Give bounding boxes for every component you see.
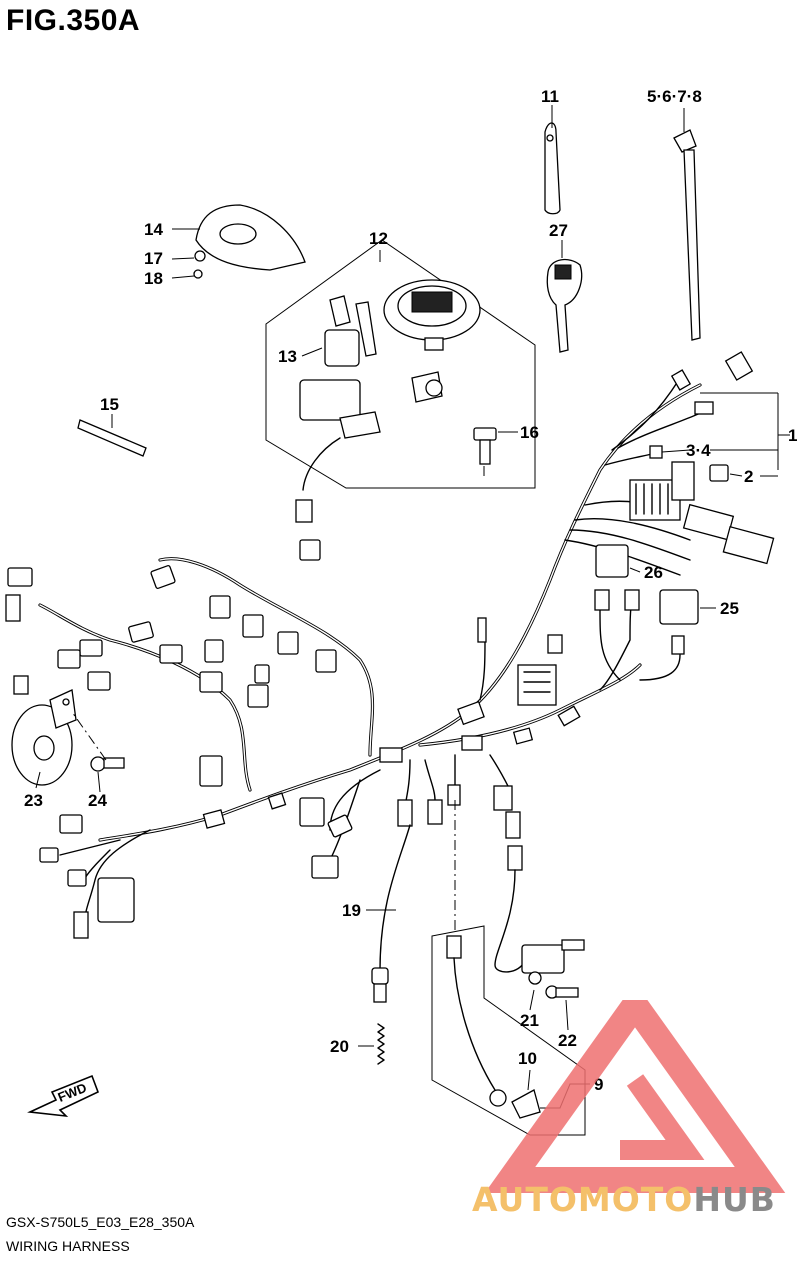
callout-13: 13 <box>278 347 297 366</box>
diagram-code: GSX-S750L5_E03_E28_350A <box>6 1214 195 1230</box>
cover-14 <box>193 204 306 279</box>
plate-15 <box>77 419 147 457</box>
callout-22: 22 <box>558 1031 577 1050</box>
watermark-part1: AUTOMOTO <box>472 1180 694 1219</box>
callout-1: 1 <box>788 426 797 445</box>
fuel-cap <box>383 279 481 351</box>
callout-3-4: 3·4 <box>686 441 711 460</box>
ignition-switch <box>295 295 381 523</box>
callout-18: 18 <box>144 269 163 288</box>
callout-24: 24 <box>88 791 107 810</box>
callout-15: 15 <box>100 395 119 414</box>
watermark-logo-icon <box>484 1000 786 1193</box>
bolt-22 <box>545 985 579 999</box>
seat-lock <box>411 371 443 403</box>
diagram-name: WIRING HARNESS <box>6 1238 130 1254</box>
callout-numbers: 1 2 3·4 5·6·7·8 9 10 11 12 13 14 15 16 1… <box>24 87 797 1094</box>
callout-14: 14 <box>144 220 163 239</box>
sensor-19 <box>371 824 411 1003</box>
callout-16: 16 <box>520 423 539 442</box>
callout-9: 9 <box>594 1075 603 1094</box>
callout-23: 23 <box>24 791 43 810</box>
horn <box>11 689 77 786</box>
watermark-text: AUTOMOTOHUB <box>472 1180 776 1219</box>
clamp-11 <box>544 122 561 215</box>
key-27 <box>546 258 583 353</box>
callout-25: 25 <box>720 599 739 618</box>
switch-21 <box>494 869 585 985</box>
callout-12: 12 <box>369 229 388 248</box>
callout-10: 10 <box>518 1049 537 1068</box>
fwd-arrow: FWD <box>27 1074 100 1118</box>
cable-tie <box>673 129 701 341</box>
callout-20: 20 <box>330 1037 349 1056</box>
callout-11: 11 <box>541 87 559 106</box>
bolt-24 <box>71 711 125 772</box>
spring-20 <box>377 1023 385 1065</box>
callout-19: 19 <box>342 901 361 920</box>
callout-2: 2 <box>744 467 753 486</box>
figure-title: FIG.350A <box>6 4 141 37</box>
main-harness <box>38 377 711 921</box>
ground-box <box>431 800 586 1136</box>
callout-27: 27 <box>549 221 568 240</box>
bolt-16 <box>473 427 497 478</box>
callout-5-6-7-8: 5·6·7·8 <box>647 87 702 106</box>
callout-21: 21 <box>520 1011 539 1030</box>
connectors <box>5 351 775 939</box>
lock-set-box <box>265 239 536 489</box>
callout-26: 26 <box>644 563 663 582</box>
leader-lines <box>35 105 790 1109</box>
callout-17: 17 <box>144 249 163 268</box>
watermark-part2: HUB <box>693 1180 776 1219</box>
